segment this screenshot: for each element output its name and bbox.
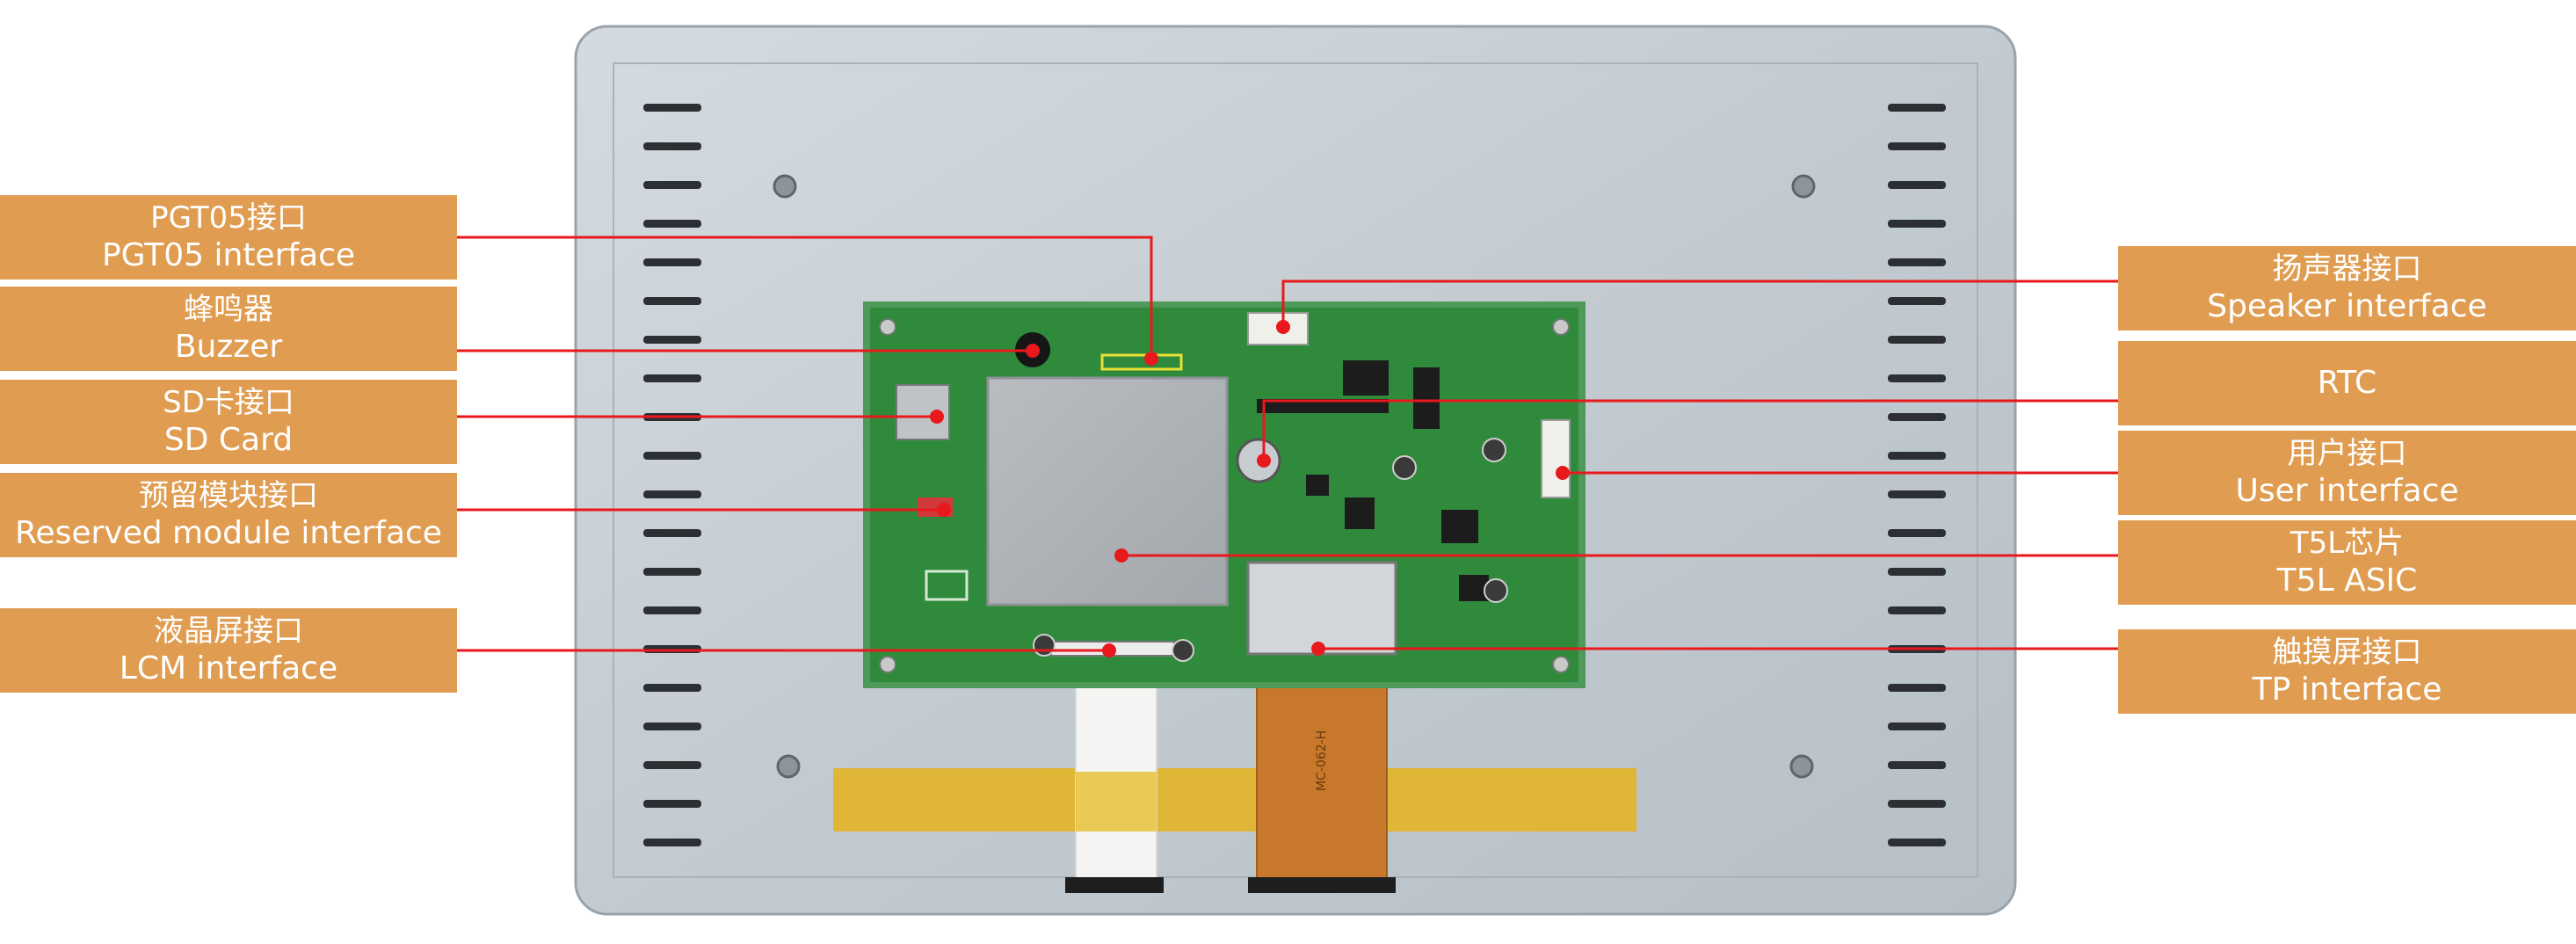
label-speaker-cn: 扬声器接口 bbox=[2272, 251, 2422, 287]
label-buzzer-cn: 蜂鸣器 bbox=[184, 292, 273, 327]
label-rtc: RTC bbox=[2118, 341, 2576, 425]
vent-slot bbox=[643, 452, 701, 460]
vent-slot bbox=[1888, 568, 1946, 576]
vent-slot bbox=[643, 104, 701, 112]
vent-slot bbox=[643, 181, 701, 189]
label-lcm: 液晶屏接口 LCM interface bbox=[0, 608, 457, 693]
vent-slot bbox=[1888, 142, 1946, 150]
label-pgt05: PGT05接口 PGT05 interface bbox=[0, 195, 457, 280]
vent-slot bbox=[1888, 104, 1946, 112]
vent-slot bbox=[1888, 336, 1946, 344]
label-user: 用户接口 User interface bbox=[2118, 431, 2576, 515]
vent-slot bbox=[1888, 490, 1946, 498]
vent-slot bbox=[643, 336, 701, 344]
vent-slot bbox=[643, 374, 701, 382]
vent-slot bbox=[1888, 529, 1946, 537]
vent-slot bbox=[643, 220, 701, 228]
label-reserved-en: Reserved module interface bbox=[15, 514, 442, 551]
label-reserved: 预留模块接口 Reserved module interface bbox=[0, 473, 457, 557]
label-tp-cn: 触摸屏接口 bbox=[2272, 635, 2422, 670]
vent-slot bbox=[1888, 413, 1946, 421]
label-lcm-cn: 液晶屏接口 bbox=[154, 614, 303, 649]
label-sd: SD卡接口 SD Card bbox=[0, 380, 457, 464]
vent-slot bbox=[643, 606, 701, 614]
vent-slot bbox=[1888, 181, 1946, 189]
label-lcm-en: LCM interface bbox=[119, 650, 338, 686]
label-buzzer-en: Buzzer bbox=[174, 328, 283, 365]
vent-slot bbox=[643, 258, 701, 266]
vent-slot bbox=[643, 297, 701, 305]
leader-pgt05 bbox=[457, 236, 1153, 359]
label-user-cn: 用户接口 bbox=[2287, 436, 2407, 471]
vent-slot bbox=[643, 684, 701, 692]
vent-slot bbox=[1888, 297, 1946, 305]
t5l-shield bbox=[986, 376, 1229, 606]
leader-lines bbox=[457, 236, 2118, 652]
label-sd-cn: SD卡接口 bbox=[163, 385, 294, 420]
leader-rtc bbox=[1262, 399, 2118, 461]
label-user-en: User interface bbox=[2235, 472, 2459, 509]
label-speaker: 扬声器接口 Speaker interface bbox=[2118, 246, 2576, 330]
vent-slots-right bbox=[1888, 104, 1946, 846]
label-t5l: T5L芯片 T5L ASIC bbox=[2118, 520, 2576, 605]
lcm-ffc-cable bbox=[1065, 653, 1164, 893]
leader-dots bbox=[930, 320, 1570, 657]
vent-slot bbox=[643, 490, 701, 498]
label-t5l-en: T5L ASIC bbox=[2276, 562, 2418, 599]
pcb-board bbox=[863, 301, 1586, 688]
vent-slot bbox=[1888, 839, 1946, 846]
label-reserved-cn: 预留模块接口 bbox=[139, 478, 318, 513]
vent-slot bbox=[643, 723, 701, 730]
mounting-screws bbox=[773, 174, 1816, 779]
label-pgt05-cn: PGT05接口 bbox=[150, 200, 307, 236]
label-rtc-en: RTC bbox=[2317, 365, 2377, 402]
svg-text:MC-062-H: MC-062-H bbox=[1315, 730, 1329, 791]
vent-slot bbox=[643, 142, 701, 150]
vent-slot bbox=[643, 839, 701, 846]
vent-slot bbox=[1888, 723, 1946, 730]
vent-slot bbox=[643, 761, 701, 769]
label-tp-en: TP interface bbox=[2252, 671, 2442, 708]
label-tp: 触摸屏接口 TP interface bbox=[2118, 629, 2576, 714]
vent-slot bbox=[1888, 258, 1946, 266]
vent-slot bbox=[1888, 800, 1946, 808]
kapton-tape bbox=[833, 768, 1636, 831]
label-t5l-cn: T5L芯片 bbox=[2289, 526, 2405, 561]
label-buzzer: 蜂鸣器 Buzzer bbox=[0, 287, 457, 371]
vent-slot bbox=[1888, 606, 1946, 614]
label-sd-en: SD Card bbox=[163, 421, 294, 458]
vent-slot bbox=[1888, 452, 1946, 460]
vent-slot bbox=[1888, 220, 1946, 228]
vent-slot bbox=[643, 529, 701, 537]
vent-slot bbox=[1888, 374, 1946, 382]
vent-slot bbox=[643, 800, 701, 808]
leader-speaker bbox=[1281, 280, 2118, 327]
label-pgt05-en: PGT05 interface bbox=[101, 236, 356, 273]
vent-slot bbox=[643, 568, 701, 576]
label-speaker-en: Speaker interface bbox=[2207, 287, 2487, 324]
vent-slot bbox=[1888, 761, 1946, 769]
tp-fpc-cable: MC-062-H bbox=[1248, 653, 1396, 893]
vent-slot bbox=[1888, 684, 1946, 692]
